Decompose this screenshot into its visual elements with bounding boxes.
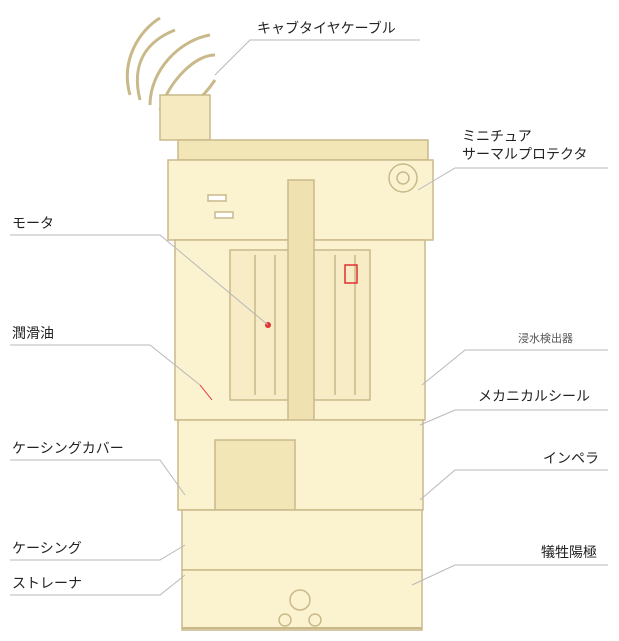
label-motor: モータ: [12, 216, 54, 232]
leader-casing: [10, 544, 186, 561]
label-lubricating-oil: 潤滑油: [12, 326, 54, 342]
label-sacrificial-anode: 犠牲陽極: [541, 545, 597, 561]
pump-body: [167, 139, 434, 631]
label-casing: ケーシング: [12, 541, 82, 557]
leader-anode: [411, 564, 608, 586]
leader-oil: [10, 344, 201, 386]
label-cable: キャブタイヤケーブル: [257, 21, 396, 37]
cable-assembly: [125, 16, 217, 141]
label-protector-line1: ミニチュア: [462, 129, 532, 145]
leader-strainer: [10, 574, 186, 596]
leader-impeller: [419, 469, 608, 501]
label-mechanical-seal: メカニカルシール: [478, 389, 590, 405]
leader-motor: [10, 234, 269, 326]
label-casing-cover: ケーシングカバー: [12, 441, 124, 457]
leader-protector: [417, 167, 608, 191]
leader-lines: [10, 39, 608, 596]
leader-cable: [214, 39, 420, 76]
label-impeller: インペラ: [543, 451, 599, 467]
label-strainer: ストレーナ: [12, 576, 82, 592]
label-water-detector: 浸水検出器: [518, 332, 573, 345]
leader-detector: [421, 349, 608, 386]
leader-seal: [419, 409, 608, 426]
label-protector-line2: サーマルプロテクタ: [462, 147, 588, 163]
leader-casing-cover: [10, 459, 186, 496]
